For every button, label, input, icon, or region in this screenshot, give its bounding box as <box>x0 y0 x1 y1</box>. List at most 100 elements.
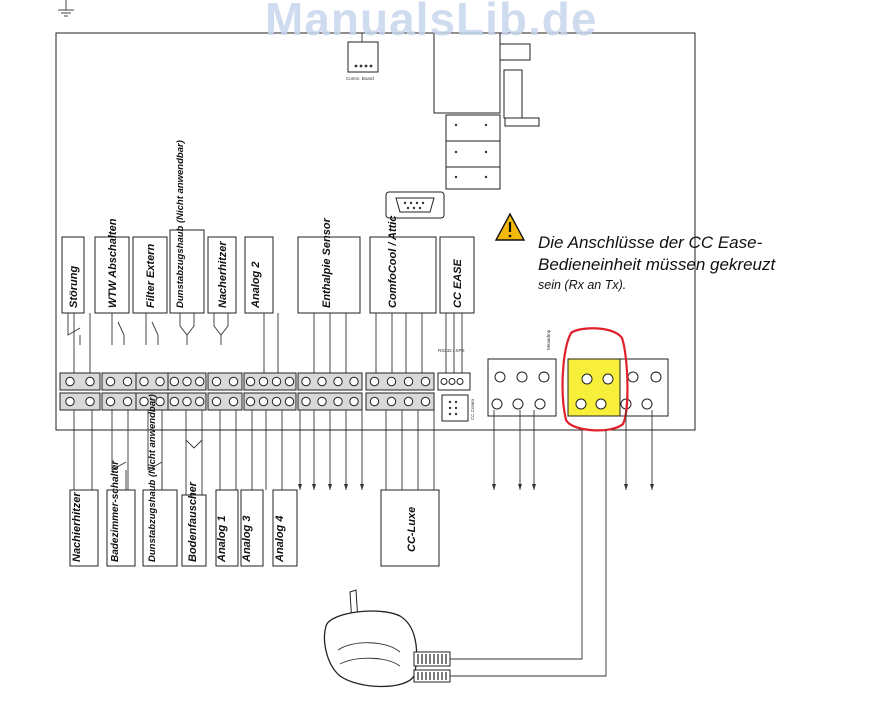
terminal-screw <box>271 376 282 387</box>
terminal-strip-top <box>365 372 435 391</box>
switch-symbols-top <box>67 313 229 345</box>
terminal-screw <box>440 378 448 385</box>
arrow-icon <box>532 484 536 490</box>
terminal-screw <box>271 396 282 407</box>
comm-board-label: Comm. Board <box>346 76 374 81</box>
bottom-label-dunstabzugshaub: Dunstabzugshaub (Nicht anwendbar) <box>147 394 158 562</box>
note-line-3: sein (Rx an Tx). <box>538 278 627 292</box>
terminal-strips <box>59 372 471 411</box>
terminal-screw <box>245 396 256 407</box>
terminal-screw <box>105 376 116 387</box>
arrow-icon <box>624 484 628 490</box>
upper-components <box>433 32 540 190</box>
terminal-screw <box>105 396 116 407</box>
top-label-boxes <box>61 229 475 314</box>
terminal-screw <box>284 376 295 387</box>
bottom-label-analog-4: Analog 4 <box>274 516 286 563</box>
terminal-screw <box>420 376 431 387</box>
top-label-enthalpie-sensor: Enthalpie Sensor <box>321 217 333 308</box>
terminal-screw <box>386 376 397 387</box>
bottom-label-cc-luxe: CC-Luxe <box>406 507 418 552</box>
terminal-screw <box>403 376 414 387</box>
terminal-screw <box>182 396 192 407</box>
bottom-wires <box>73 410 654 495</box>
terminal-screw <box>194 376 205 387</box>
terminal-screw <box>369 376 380 387</box>
terminal-screw <box>211 396 222 407</box>
top-label-filter-extern: Filter Extern <box>145 244 157 308</box>
bottom-label-bodenfauscher: Bodenfauscher <box>187 481 199 562</box>
bottom-label-boxes <box>69 489 440 567</box>
terminal-screw <box>139 396 149 407</box>
cc-comm-connector <box>441 394 469 422</box>
terminal-screw <box>169 376 180 387</box>
terminal-screw <box>65 396 75 407</box>
terminal-screw <box>420 396 431 407</box>
cc-comm-label: CC Comm <box>470 399 475 420</box>
terminal-strip-bottom <box>365 392 435 411</box>
terminal-screw <box>333 376 343 387</box>
bottom-label-analog-1: Analog 1 <box>216 516 228 563</box>
note-line-2: Bedieneinheit müssen gekreuzt <box>538 255 776 274</box>
top-label-comfocool-attic: ComfoCool / Attic <box>387 216 399 308</box>
ground-symbol-icon <box>58 0 74 17</box>
switch-symbol <box>111 461 127 490</box>
bypass-symbol <box>185 439 203 449</box>
terminal-screw <box>228 396 239 407</box>
terminal-strip-top <box>297 372 363 391</box>
terminal-screw <box>194 396 205 407</box>
terminal-screw <box>301 396 311 407</box>
terminal-screw <box>122 376 133 387</box>
terminal-screw <box>386 396 397 407</box>
bottom-label-analog-3: Analog 3 <box>241 516 253 563</box>
bottom-label-badezimmerschalter: Badezimmer-schalter <box>110 460 121 562</box>
control-board-outline <box>55 32 696 431</box>
terminal-screw <box>139 376 149 387</box>
terminal-screw <box>317 396 327 407</box>
terminal-screw <box>245 376 256 387</box>
rs232-dsub-connector <box>385 191 445 219</box>
terminal-screw <box>333 396 343 407</box>
terminal-screw <box>85 376 95 387</box>
terminal-screw <box>456 378 464 385</box>
terminal-strip-top <box>243 372 297 391</box>
warning-triangle-icon <box>494 212 526 241</box>
terminal-screw <box>85 396 95 407</box>
mains-plug-icon <box>323 430 607 688</box>
terminal-screw <box>349 376 359 387</box>
terminal-screw <box>155 396 165 407</box>
arrow-icon <box>312 484 316 490</box>
terminal-screw <box>403 396 414 407</box>
terminal-screw <box>284 396 295 407</box>
bottom-label-nachierhitzer: Nachierhitzer <box>71 492 83 562</box>
arrow-icon <box>298 484 302 490</box>
terminal-screw <box>169 396 180 407</box>
top-label-nacherhitzer: Nacherhitzer <box>217 241 229 308</box>
terminal-screw <box>369 396 380 407</box>
terminal-strip-bottom <box>243 392 297 411</box>
switch-symbol <box>147 461 163 490</box>
top-label-stoerung: Störung <box>68 266 80 308</box>
top-label-dunstabzugshaub: Dunstabzugshaub (Nicht anwendbar) <box>175 140 186 308</box>
terminal-screw <box>349 396 359 407</box>
terminal-screw <box>301 376 311 387</box>
terminal-screw <box>155 376 165 387</box>
terminal-screw <box>211 376 222 387</box>
terminal-screw <box>258 396 269 407</box>
arrow-icon <box>360 484 364 490</box>
terminal-screw <box>228 376 239 387</box>
arrow-icon <box>344 484 348 490</box>
top-label-analog-2: Analog 2 <box>250 262 262 309</box>
top-label-wtw-abschalten: WTW Abschalten <box>107 218 119 308</box>
top-label-cc-ease: CC EASE <box>452 258 464 308</box>
top-wires <box>73 313 463 373</box>
arrow-icon <box>492 484 496 490</box>
terminal-screw <box>258 376 269 387</box>
terminal-screw <box>448 378 456 385</box>
terminal-screw <box>182 376 192 387</box>
arrow-icon <box>518 484 522 490</box>
meandrop-label: Meandrop <box>546 329 551 350</box>
note-line-1: Die Anschlüsse der CC Ease- <box>538 233 763 252</box>
watermark: ManualsLib.de <box>265 0 598 45</box>
